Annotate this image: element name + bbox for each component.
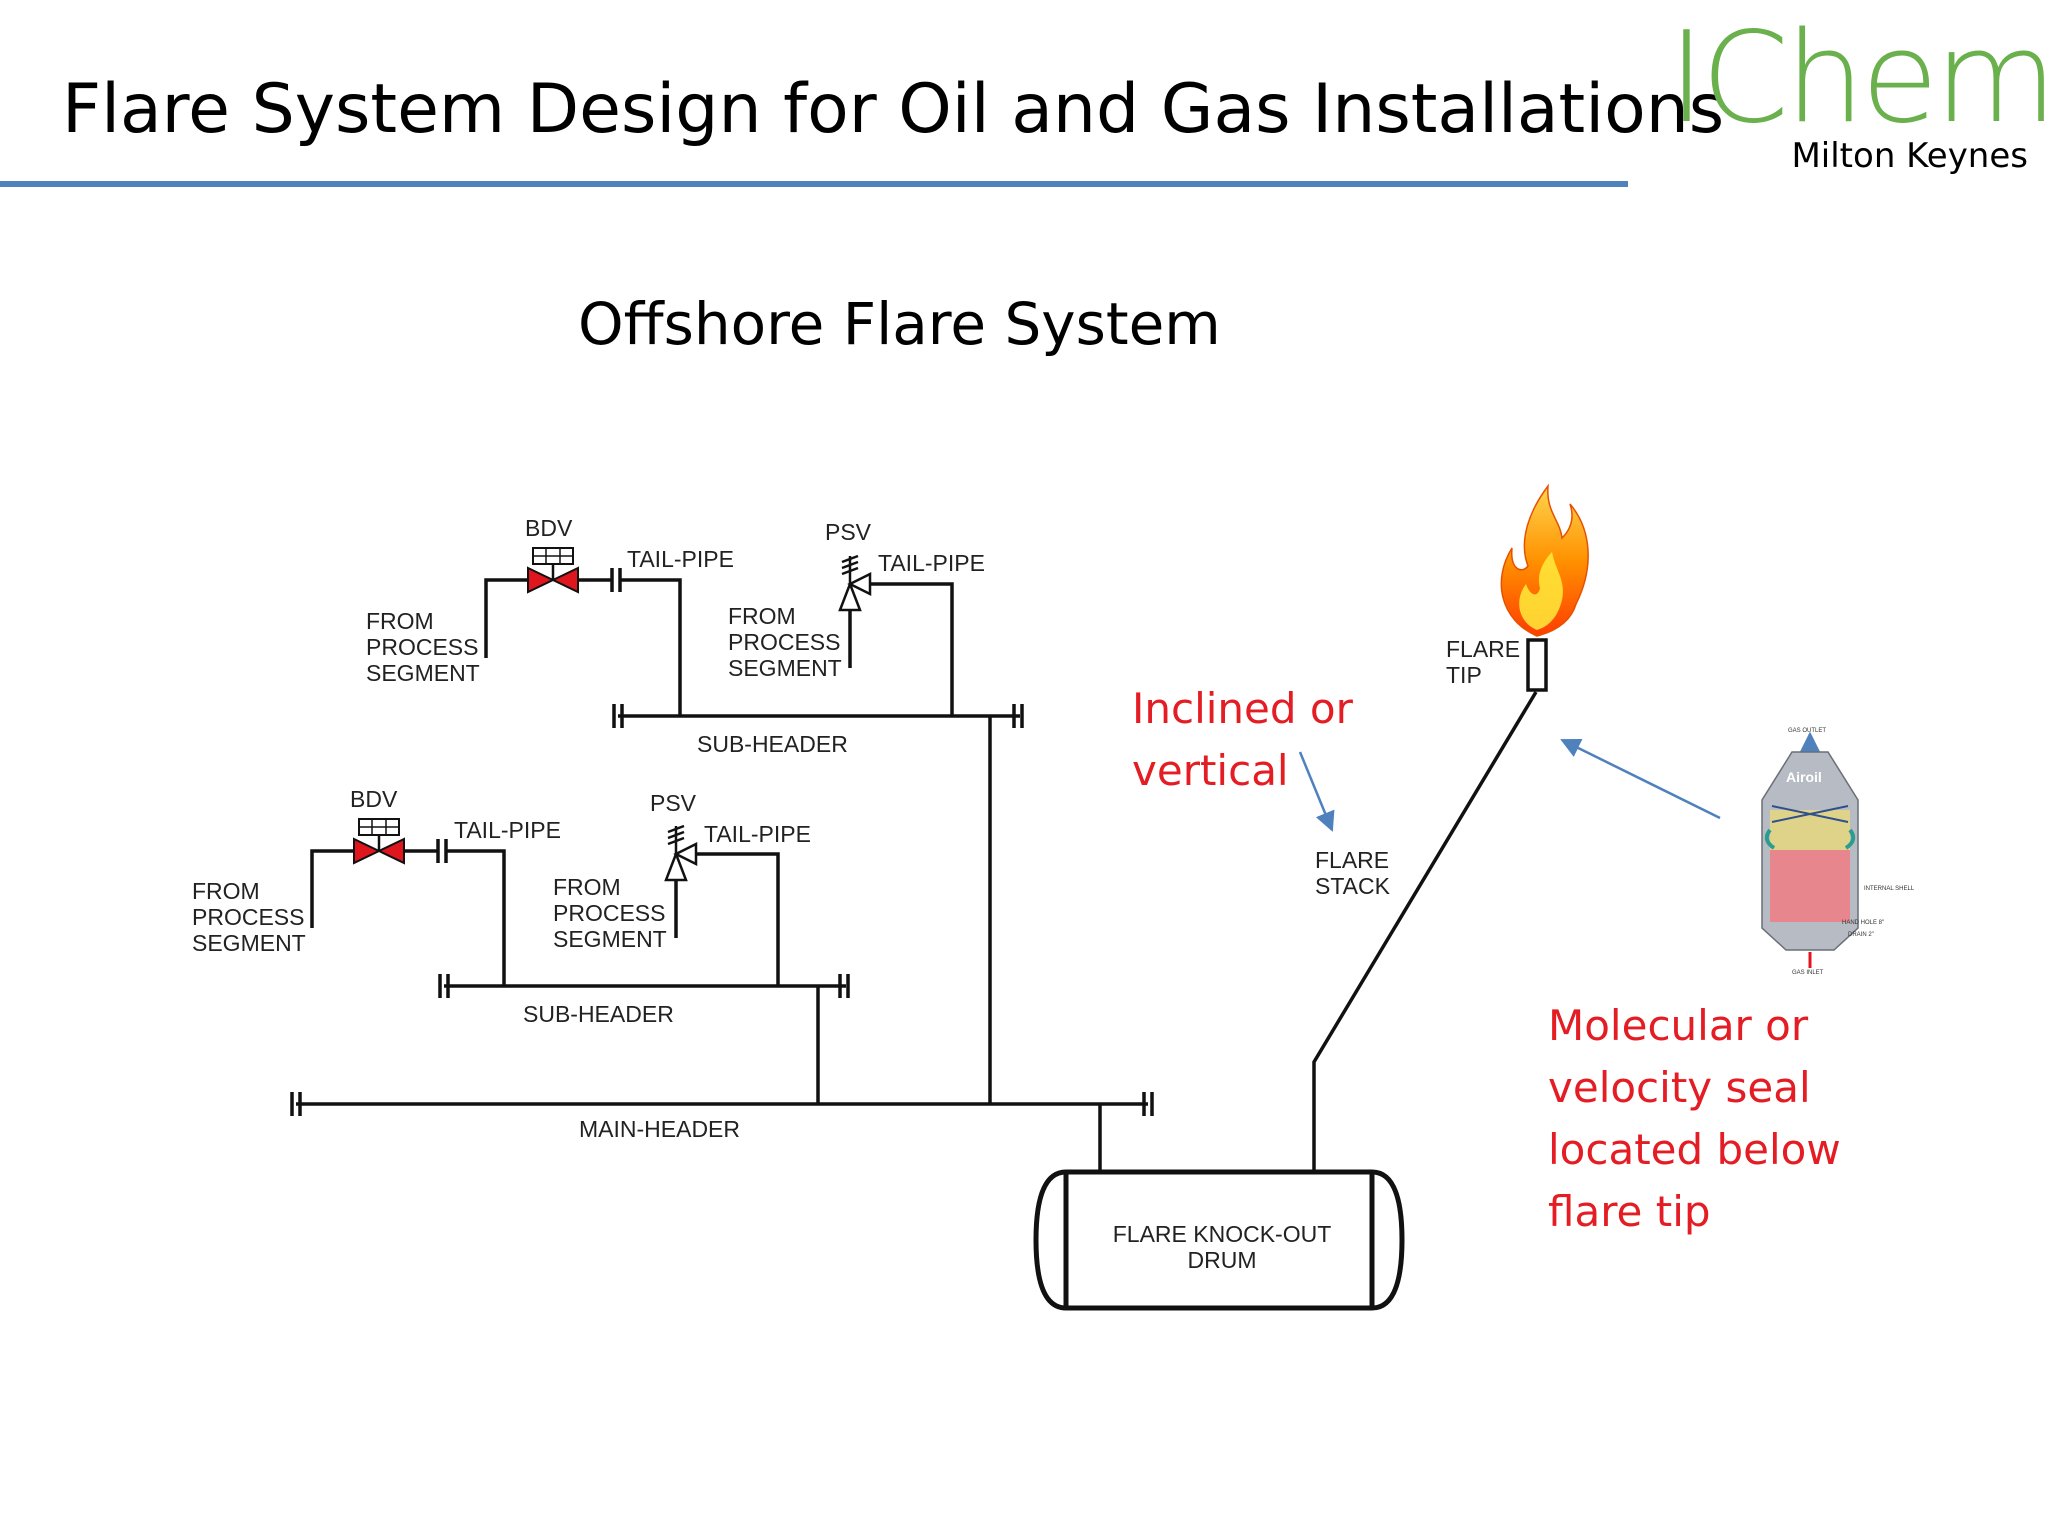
flare-stack-label-line-2: STACK (1315, 873, 1391, 899)
flare-tip-body (1526, 638, 1548, 692)
flare-stack-label-line-1: FLARE (1315, 847, 1389, 873)
upper-from-1-line-3: SEGMENT (366, 660, 480, 686)
seal-note-line-1: Molecular or (1548, 1001, 1809, 1050)
diagram-subtitle: Offshore Flare System (578, 290, 1221, 358)
inclined-note-line-1: Inclined or (1132, 684, 1353, 733)
lower-from-2-line-3: SEGMENT (553, 926, 667, 952)
lower-from-1-line-1: FROM (192, 878, 260, 904)
lower-from-1-line-2: PROCESS (192, 904, 304, 930)
upper-from-1-line-2: PROCESS (366, 634, 478, 660)
flare-stack-pipe (1312, 691, 1538, 1172)
logo-location: Milton Keynes (1791, 136, 2028, 176)
logo-text-main: IChem (1668, 4, 2048, 151)
upper-bdv-label: BDV (525, 515, 573, 541)
lower-bdv-label: BDV (350, 786, 398, 812)
inclined-note-line-2: vertical (1132, 746, 1289, 795)
seal-note-line-2: velocity seal (1548, 1063, 1811, 1112)
title-rule (0, 181, 1628, 187)
seal-note-line-3: located below (1548, 1125, 1841, 1174)
drum-label-line-2: DRUM (1188, 1247, 1257, 1273)
upper-bdv-tail-pipe-label: TAIL-PIPE (627, 546, 734, 572)
seal-drain-label: DRAIN 2" (1848, 932, 1874, 938)
upper-sub-header-label: SUB-HEADER (697, 731, 848, 757)
upper-psv-valve (838, 554, 872, 612)
seal-internal-shell-label: INTERNAL SHELL (1864, 886, 1915, 892)
seal-note: Molecular or velocity seal located below… (1548, 995, 1841, 1243)
upper-from-2-line-3: SEGMENT (728, 655, 842, 681)
upper-psv-tail-pipe-label: TAIL-PIPE (878, 550, 985, 576)
upper-bdv-tail-pipe (620, 578, 682, 716)
slide-title: Flare System Design for Oil and Gas Inst… (62, 70, 1725, 149)
lower-bdv-valve (353, 818, 405, 865)
lower-psv-valve (664, 824, 698, 882)
lower-psv-tail-pipe (692, 852, 780, 986)
upper-psv-tail-pipe (866, 582, 954, 716)
upper-from-2-line-2: PROCESS (728, 629, 840, 655)
seal-note-line-4: flare tip (1548, 1187, 1711, 1236)
inclined-note: Inclined or vertical (1132, 678, 1353, 802)
lower-bdv-tail-pipe-label: TAIL-PIPE (454, 817, 561, 843)
velocity-seal-illustration: GAS OUTLET Airoil GAS INLET INTERNAL SHE… (1732, 716, 1922, 976)
seal-pointer-arrow (1560, 738, 1721, 820)
flare-flame-icon (1500, 483, 1589, 637)
logo-wordmark: IChemE (1668, 8, 2048, 148)
flare-tip-label-line-2: TIP (1446, 662, 1482, 688)
drum-label-line-1: FLARE KNOCK-OUT (1113, 1221, 1332, 1247)
knock-out-drum-shell (1033, 1169, 1405, 1311)
lower-bdv-tail-pipe (446, 849, 506, 986)
upper-from-1-line-1: FROM (366, 608, 434, 634)
seal-gas-outlet-label: GAS OUTLET (1788, 728, 1826, 734)
seal-hand-hole-label: HAND HOLE 8" (1842, 920, 1884, 926)
flare-tip-label-line-1: FLARE (1446, 636, 1520, 662)
lower-sub-header-label: SUB-HEADER (523, 1001, 674, 1027)
seal-gas-inlet-label: GAS INLET (1792, 970, 1824, 976)
lower-from-1-line-3: SEGMENT (192, 930, 306, 956)
inclined-pointer-arrow (1298, 751, 1335, 832)
upper-from-2-line-1: FROM (728, 603, 796, 629)
lower-psv-label: PSV (650, 790, 697, 816)
lower-from-2-line-2: PROCESS (553, 900, 665, 926)
icheme-logo: IChemE Milton Keynes (1668, 8, 2048, 188)
seal-brand-label: Airoil (1786, 769, 1822, 785)
lower-bdv-inlet-pipe (310, 849, 354, 928)
lower-from-2-line-1: FROM (553, 874, 621, 900)
upper-psv-label: PSV (825, 519, 872, 545)
upper-bdv-inlet-pipe (484, 578, 528, 658)
upper-bdv-valve (527, 547, 579, 594)
main-header-label: MAIN-HEADER (579, 1116, 740, 1142)
lower-psv-tail-pipe-label: TAIL-PIPE (704, 821, 811, 847)
